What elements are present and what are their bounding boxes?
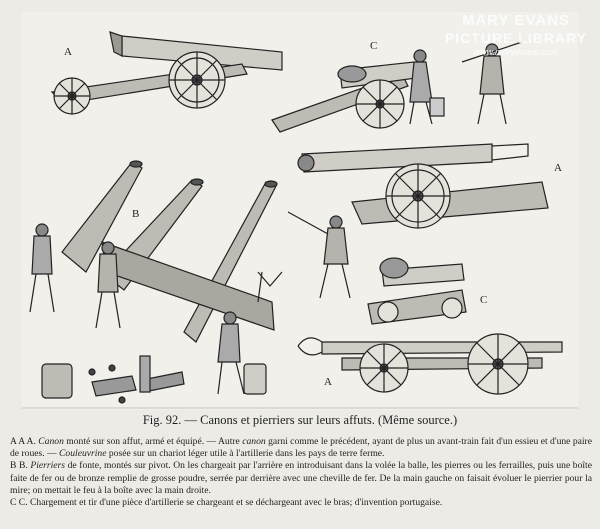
watermark-line-3: www.maryevans.com	[473, 47, 559, 57]
watermark-logo: MARY EVANS PICTURE LIBRARY www.maryevans…	[440, 10, 592, 68]
legend-text-c1: Chargement et tir d'une pièce d'artiller…	[27, 497, 443, 509]
plate-letter-a-mid-right: A	[554, 162, 562, 174]
engraving-plate: A C A B C A	[22, 12, 578, 410]
watermark-line-2: PICTURE LIBRARY	[444, 30, 588, 46]
cannon-a-mid-right	[297, 143, 549, 229]
legend-paragraph-a: A A A. Canon monté sur son affut, armé e…	[10, 436, 592, 460]
legend-paragraph-b: B B. Pierriers de fonte, montés sur pivo…	[10, 460, 592, 497]
plate-letter-c-top-middle: C	[370, 40, 378, 52]
legend-text-a1: monté sur son affut, armé et équipé. — A…	[63, 436, 243, 447]
legend-label-b: B B.	[10, 460, 28, 472]
plate-letter-b-mid-left: B	[132, 208, 140, 220]
legend-label-a: A A A.	[10, 436, 36, 447]
caption-title: Canons et pierriers sur leurs affuts.	[200, 413, 375, 427]
barrels-and-balls	[41, 355, 267, 404]
caption-source: (Même source.)	[374, 413, 458, 427]
plate-letter-c-mid-right: C	[480, 294, 488, 306]
figure-caption: Fig. 92. — Canons et pierriers sur leurs…	[0, 413, 600, 428]
figure-number: Fig. 92.	[142, 413, 182, 427]
cannon-c-top-middle	[271, 41, 523, 133]
legend-label-c: C C.	[10, 497, 28, 509]
legend-paragraph-c: C C. Chargement et tir d'une pièce d'art…	[10, 497, 592, 509]
legend-text-b1: de fonte, montés sur pivot. On les charg…	[10, 460, 592, 496]
plate-letter-a-top-left: A	[64, 46, 72, 58]
legend-term-couleuvrine: Couleuvrine	[59, 448, 107, 460]
legend-term-pierriers: Pierriers	[30, 460, 66, 472]
cannon-c-mid-right	[287, 211, 467, 325]
pierriers-b	[29, 160, 283, 395]
legend-term-canon-2: canon	[242, 436, 266, 447]
couleuvrine-a-bottom	[297, 333, 563, 395]
plate-letter-a-bottom: A	[324, 376, 332, 388]
legend-text-a3: posée sur un chariot léger utile à l'art…	[106, 448, 385, 460]
legend-term-canon: Canon	[38, 436, 64, 447]
engraving-illustration	[22, 31, 578, 409]
caption-dash: —	[181, 413, 201, 427]
watermark-line-1: MARY EVANS	[461, 12, 571, 29]
figure-legend: A A A. Canon monté sur son affut, armé e…	[10, 436, 592, 509]
legend-text-a2: garni comme le précédent, ayant de plus …	[10, 436, 593, 460]
cannon-a-top-left	[50, 31, 283, 115]
